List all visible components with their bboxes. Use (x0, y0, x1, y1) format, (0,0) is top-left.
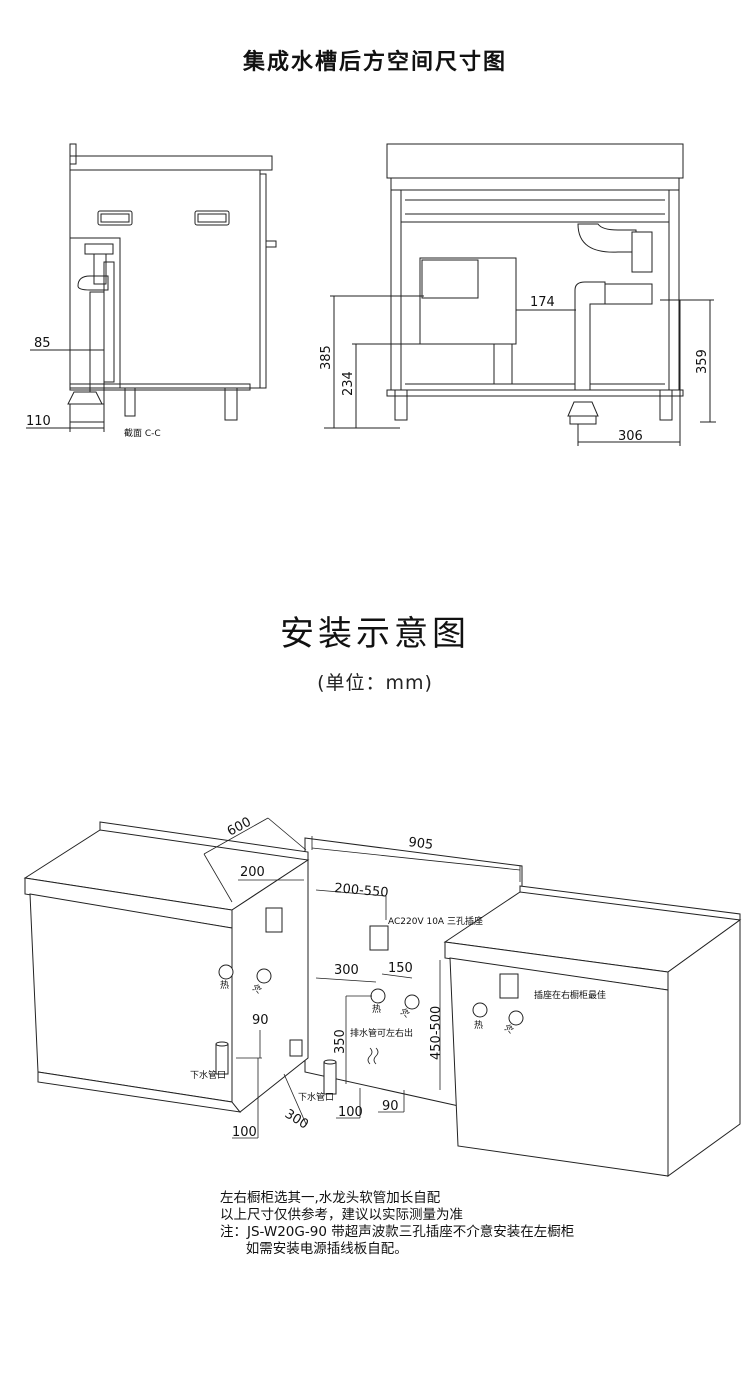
backsplash-side (69, 143, 77, 165)
dim-905: 905 (408, 835, 434, 853)
down-pipe-left (215, 1043, 229, 1075)
dim-200: 200 (240, 865, 265, 880)
socket-left-side (265, 907, 283, 933)
valve-cold-right (508, 1010, 524, 1026)
down-pipe-wall (323, 1061, 337, 1095)
note-line: 左右橱柜选其一,水龙头软管加长自配 (220, 1190, 441, 1206)
dim-85: 85 (34, 336, 51, 351)
dim-110: 110 (26, 414, 51, 429)
cold-label-left: 冷 (250, 982, 265, 996)
left-cabinet-side (231, 859, 309, 1113)
rear-space-title: 集成水槽后方空间尺寸图 (242, 50, 507, 75)
unit-label: (单位：mm) (317, 672, 433, 694)
install-notes: 左右橱柜选其一,水龙头软管加长自配 以上尺寸仅供参考，建议以实际测量为准 注：J… (220, 1190, 574, 1258)
side-knob (265, 240, 277, 248)
cold-label-right: 冷 (502, 1022, 517, 1036)
left-counter-top (23, 829, 310, 911)
dim-90-left: 90 (252, 1013, 269, 1028)
dim-174: 174 (530, 295, 555, 310)
handle-right (194, 210, 230, 226)
dim-150: 150 (388, 961, 413, 976)
countertop-side (69, 155, 273, 171)
dim-306: 306 (618, 429, 643, 444)
handle-left (97, 210, 133, 226)
hot-label-left: 热 (220, 979, 229, 991)
dim-450-500: 450-500 (429, 1006, 444, 1060)
right-cabinet-side (667, 919, 741, 1177)
note-line: 以上尺寸仅供参考，建议以实际测量为准 (220, 1207, 463, 1223)
dim-234: 234 (341, 371, 356, 396)
right-cabinet-front (449, 957, 669, 1177)
valve-hot-wall (370, 988, 386, 1004)
down-pipe-label-left: 下水管口 (190, 1069, 226, 1081)
right-counter-top (443, 891, 742, 973)
valve-hot-left (218, 964, 234, 980)
dim-350: 350 (333, 1029, 348, 1054)
dim-600: 600 (225, 815, 254, 840)
left-backsplash (99, 821, 309, 869)
dim-200-550: 200-550 (334, 881, 389, 901)
right-backsplash (519, 885, 741, 931)
valve-hot-right (472, 1002, 488, 1018)
drain-label: 排水管可左右出 (350, 1027, 413, 1039)
valve-cold-left (256, 968, 272, 984)
valve-cold-wall (404, 994, 420, 1010)
dim-100-left: 100 (232, 1125, 257, 1140)
dim-100-wall: 100 (338, 1105, 363, 1120)
hot-label-wall: 热 (372, 1003, 381, 1015)
install-title: 安装示意图 (280, 614, 470, 654)
rear-space-drawing: 85 110 截面 C-C 385 234 174 359 306 (26, 143, 716, 446)
cold-label-wall: 冷 (398, 1006, 413, 1020)
down-pipe-label-wall: 下水管口 (298, 1091, 334, 1103)
socket-label: AC220V 10A 三孔插座 (388, 915, 483, 927)
hot-label-right: 热 (474, 1019, 483, 1031)
countertop-back (386, 143, 684, 179)
dim-300-diag: 300 (282, 1107, 311, 1133)
note-line: 如需安装电源插线板自配。 (220, 1241, 408, 1257)
note-line: 注：JS-W20G-90 带超声波款三孔插座不介意安装在左橱柜 (220, 1224, 575, 1240)
dim-385: 385 (319, 345, 334, 370)
dim-300: 300 (334, 963, 359, 978)
socket-right (499, 973, 519, 999)
drain-hole (289, 1039, 303, 1057)
dim-90-wall: 90 (382, 1099, 399, 1114)
dim-359: 359 (695, 349, 710, 374)
control-box (419, 257, 517, 345)
socket-right-label: 插座在右橱柜最佳 (534, 989, 606, 1001)
socket-wall (369, 925, 389, 951)
left-cabinet-front (29, 893, 233, 1103)
section-label: 截面 C-C (124, 427, 161, 439)
